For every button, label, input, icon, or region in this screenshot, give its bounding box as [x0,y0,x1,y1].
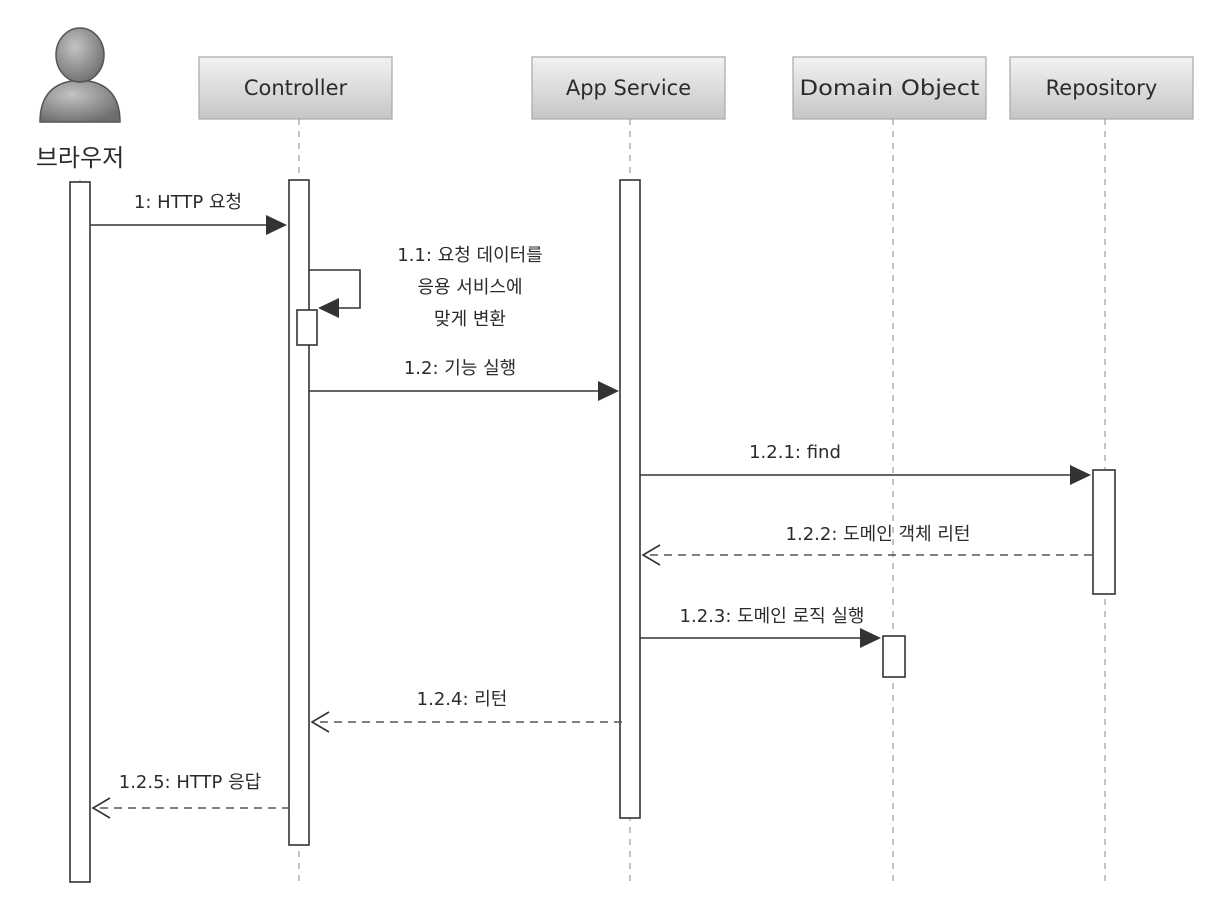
activation-browser [69,181,91,883]
participant-domain-object: Domain Object [792,56,987,120]
message-label: 1.2: 기능 실행 [404,358,516,379]
activation-controller-self [296,309,318,346]
message-label-line-3: 맞게 변환 [434,309,506,330]
participant-label: Controller [244,76,348,100]
message-1-1: 1.1: 요청 데이터를 응용 서비스에 맞게 변환 [309,245,543,330]
message-1-2-5: 1.2.5: HTTP 응답 [91,772,290,819]
participant-label: App Service [566,76,691,100]
message-label: 1.2.4: 리턴 [417,689,508,710]
message-1-2: 1.2: 기능 실행 [309,358,619,401]
actor-label: 브라우저 [36,144,124,172]
participant-repository: Repository [1009,56,1194,120]
actor-browser: 브라우저 [36,27,124,172]
participant-label: Domain Object [800,76,980,100]
message-label: 1.2.3: 도메인 로직 실행 [680,606,865,627]
user-icon [39,27,121,123]
message-1-2-3: 1.2.3: 도메인 로직 실행 [640,606,881,648]
message-1-2-4: 1.2.4: 리턴 [310,689,622,733]
message-1-2-2: 1.2.2: 도메인 객체 리턴 [641,524,1092,566]
message-label: 1: HTTP 요청 [134,192,242,213]
participant-label: Repository [1046,76,1158,100]
participant-controller: Controller [198,56,393,120]
message-label-line-2: 응용 서비스에 [417,277,522,298]
activation-repository [1092,469,1116,595]
participant-app-service: App Service [531,56,726,120]
message-label: 1.2.1: find [749,442,841,463]
activation-domain-object [882,635,906,678]
message-label-line-1: 1.1: 요청 데이터를 [397,245,543,266]
activation-controller [288,179,310,846]
message-label: 1.2.2: 도메인 객체 리턴 [786,524,971,545]
activation-app-service [619,179,641,819]
message-1: 1: HTTP 요청 [90,192,287,235]
message-label: 1.2.5: HTTP 응답 [119,772,262,793]
message-1-2-1: 1.2.1: find [640,442,1091,485]
